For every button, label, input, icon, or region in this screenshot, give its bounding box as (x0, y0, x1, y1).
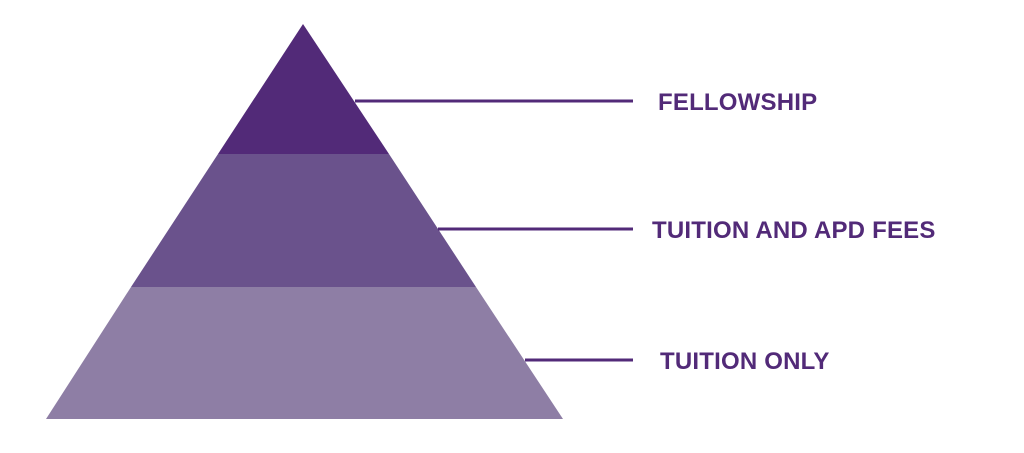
pyramid-tier-bottom (46, 287, 563, 419)
pyramid-tier-middle (131, 154, 476, 287)
tier-label-tuition-only: TUITION ONLY (660, 348, 830, 375)
tier-label-tuition-apd: TUITION AND APD FEES (652, 217, 936, 244)
pyramid-tier-top (218, 24, 389, 154)
tier-label-fellowship: FELLOWSHIP (658, 89, 817, 116)
